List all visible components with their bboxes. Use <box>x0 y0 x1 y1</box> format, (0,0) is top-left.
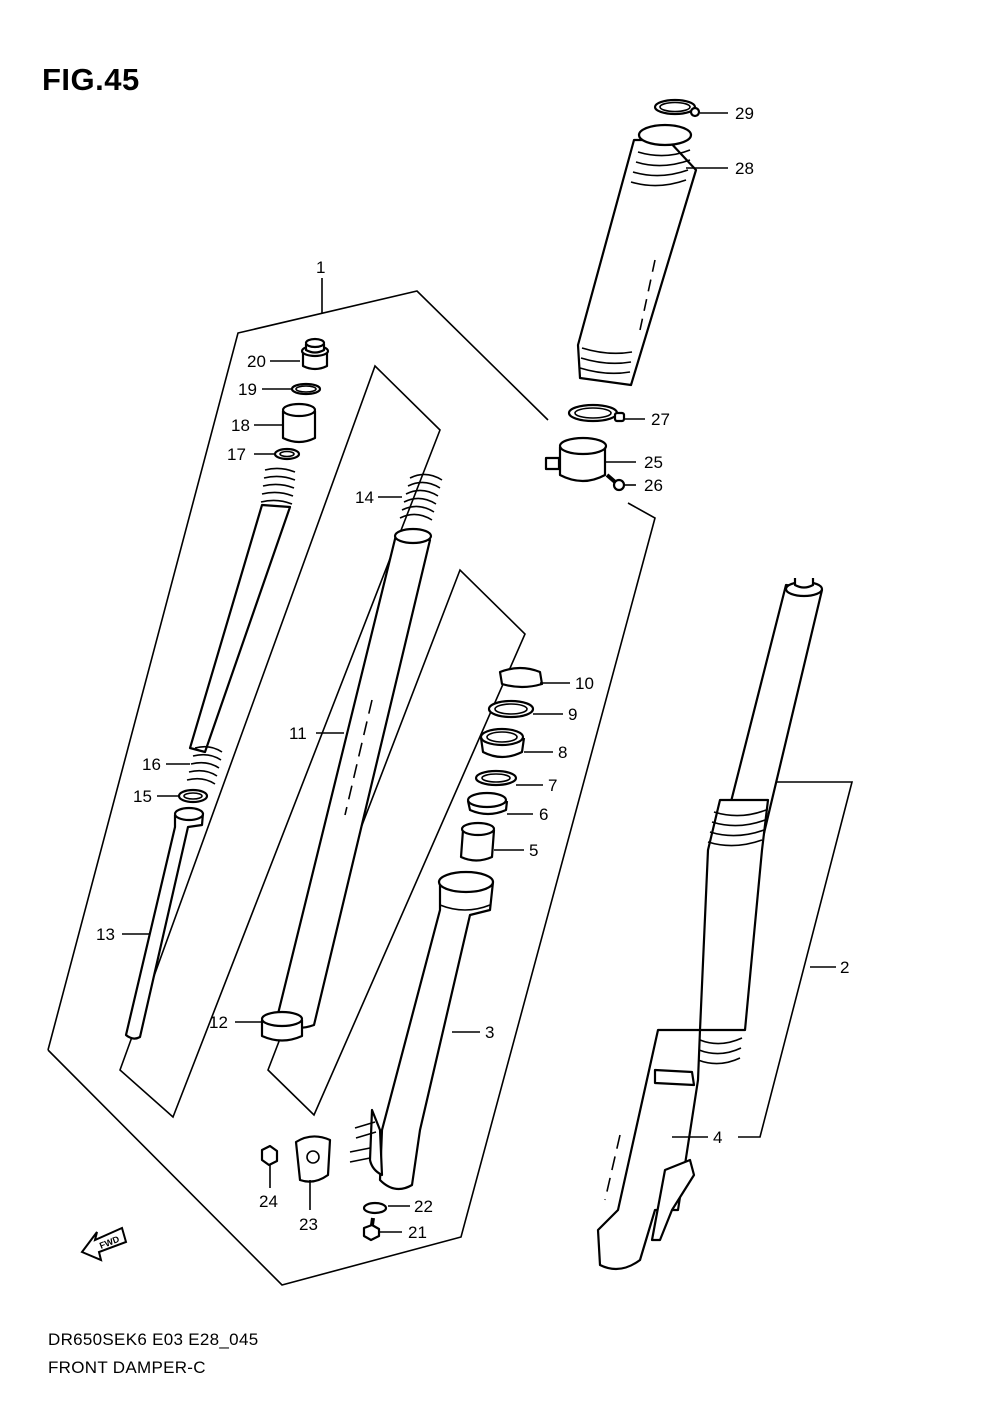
part-28-fork-boot <box>576 123 698 387</box>
part-24-nut <box>260 1144 279 1167</box>
callout-24: 24 <box>259 1192 278 1211</box>
part-21-bolt <box>362 1217 381 1242</box>
part-13-damper-cylinder <box>124 806 205 1040</box>
callout-26: 26 <box>644 476 663 495</box>
inner-frame-2 <box>267 568 526 1117</box>
part-11-inner-tube <box>274 527 433 1029</box>
part-5-slide-bushing <box>459 821 496 862</box>
assembly-2-bracket <box>738 781 854 1138</box>
callout-6: 6 <box>539 805 548 824</box>
callout-15: 15 <box>133 787 152 806</box>
callout-12: 12 <box>209 1013 228 1032</box>
assembly-1-outline-lower <box>47 502 656 1286</box>
part-12-bushing <box>260 1010 304 1042</box>
part-29-clamp <box>653 98 701 118</box>
part-2-front-fork-assembly <box>596 578 824 1271</box>
callout-13: 13 <box>96 925 115 944</box>
callout-1: 1 <box>316 258 325 277</box>
part-6-guide-bushing <box>466 791 509 816</box>
callout-4: 4 <box>713 1128 722 1147</box>
part-3-outer-tube <box>349 870 495 1191</box>
callout-10: 10 <box>575 674 594 693</box>
model-code: DR650SEK6 E03 E28_045 <box>48 1330 259 1349</box>
part-25-cap <box>544 436 608 483</box>
callout-7: 7 <box>548 776 557 795</box>
callout-22: 22 <box>414 1197 433 1216</box>
part-26-screw <box>605 473 626 492</box>
part-16-rebound-spring <box>186 745 223 785</box>
part-14-fork-spring <box>399 473 443 521</box>
callout-8: 8 <box>558 743 567 762</box>
part-16-rebound-spring-upper <box>260 467 296 505</box>
callout-11: 11 <box>289 724 307 743</box>
part-10-dust-seal <box>498 666 544 689</box>
figure-caption: FRONT DAMPER-C <box>48 1358 206 1377</box>
damper-rod-upper <box>188 503 292 754</box>
assembly-1-outline <box>47 290 549 1051</box>
part-8-oil-seal <box>479 727 526 759</box>
callout-25: 25 <box>644 453 663 472</box>
part-7-washer <box>474 769 518 787</box>
callout-29: 29 <box>735 104 754 123</box>
callout-27: 27 <box>651 410 670 429</box>
part-22-washer <box>362 1201 388 1215</box>
callout-19: 19 <box>238 380 257 399</box>
part-20-cap-bolt <box>300 337 330 371</box>
callout-14: 14 <box>355 488 374 507</box>
figure-title: FIG.45 <box>42 62 140 97</box>
callout-5: 5 <box>529 841 538 860</box>
inner-frame-1 <box>119 364 441 1119</box>
callout-2: 2 <box>840 958 849 977</box>
callout-18: 18 <box>231 416 250 435</box>
callout-9: 9 <box>568 705 577 724</box>
callout-20: 20 <box>247 352 266 371</box>
part-27-clamp <box>567 403 626 423</box>
part-18-spacer <box>281 402 317 444</box>
callout-16: 16 <box>142 755 161 774</box>
callout-3: 3 <box>485 1023 494 1042</box>
callout-28: 28 <box>735 159 754 178</box>
callout-23: 23 <box>299 1215 318 1234</box>
part-17-washer <box>273 447 301 461</box>
part-23-axle-holder <box>294 1135 332 1183</box>
callout-17: 17 <box>227 445 246 464</box>
part-9-stopper-ring <box>487 699 535 719</box>
callout-21: 21 <box>408 1223 427 1242</box>
fwd-arrow-icon: FWD <box>80 1226 128 1262</box>
